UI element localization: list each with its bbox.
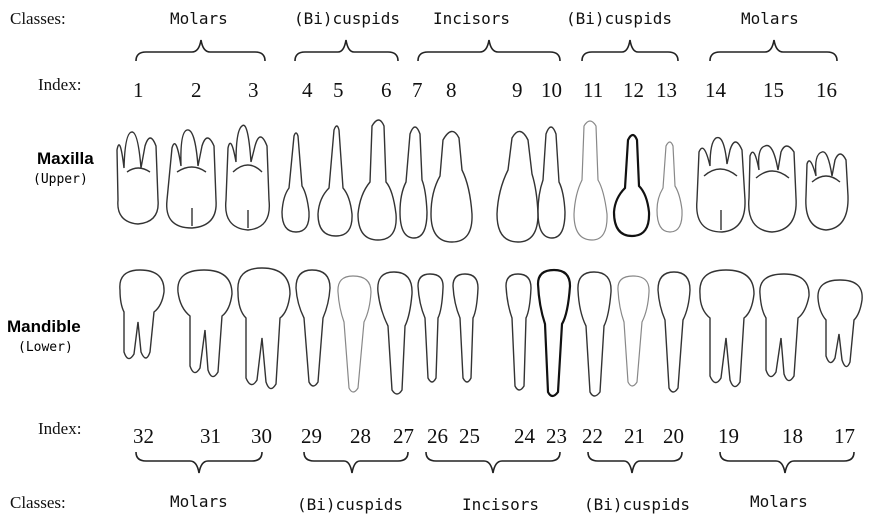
tooth-index-29: 29 bbox=[301, 424, 322, 448]
tooth-27 bbox=[378, 272, 412, 394]
upper-brace-molars-left bbox=[136, 40, 265, 61]
tooth-index-15: 15 bbox=[763, 78, 784, 102]
tooth-26 bbox=[418, 274, 443, 382]
tooth-index-6: 6 bbox=[381, 78, 392, 102]
tooth-index-7: 7 bbox=[412, 78, 423, 102]
tooth-index-30: 30 bbox=[251, 424, 272, 448]
lower-brace-bicuspids-right bbox=[588, 452, 682, 473]
tooth-8 bbox=[431, 131, 472, 242]
tooth-24 bbox=[506, 274, 531, 390]
mandible-teeth bbox=[120, 268, 862, 396]
tooth-index-8: 8 bbox=[446, 78, 457, 102]
tooth-index-9: 9 bbox=[512, 78, 523, 102]
tooth-22 bbox=[578, 272, 611, 396]
tooth-30 bbox=[238, 268, 290, 389]
tooth-index-17: 17 bbox=[834, 424, 855, 448]
lower-class-bicuspids-right: (Bi)cuspids bbox=[584, 495, 690, 514]
lower-class-incisors: Incisors bbox=[462, 495, 539, 514]
tooth-16 bbox=[806, 152, 848, 230]
classes-bottom-label: Classes: bbox=[10, 493, 66, 512]
tooth-10 bbox=[538, 127, 565, 238]
lower-brace-molars-right bbox=[720, 452, 854, 473]
tooth-6 bbox=[358, 120, 396, 240]
lower-brace-incisors bbox=[426, 452, 560, 473]
tooth-32 bbox=[120, 270, 164, 359]
tooth-4 bbox=[282, 133, 309, 232]
upper-brace-bicuspids-left bbox=[295, 40, 398, 61]
upper-class-bicuspids-left: (Bi)cuspids bbox=[294, 9, 400, 28]
tooth-23 bbox=[538, 270, 570, 396]
maxilla-label: Maxilla bbox=[37, 149, 94, 168]
lower-class-molars-right: Molars bbox=[750, 492, 808, 511]
tooth-index-32: 32 bbox=[133, 424, 154, 448]
tooth-index-28: 28 bbox=[350, 424, 371, 448]
tooth-index-31: 31 bbox=[200, 424, 221, 448]
tooth-3 bbox=[226, 125, 270, 230]
tooth-11 bbox=[574, 121, 607, 240]
tooth-index-19: 19 bbox=[718, 424, 739, 448]
tooth-19 bbox=[700, 270, 754, 387]
maxilla-sub-label: (Upper) bbox=[33, 172, 88, 187]
index-top-label: Index: bbox=[38, 75, 81, 94]
tooth-14 bbox=[697, 138, 745, 232]
tooth-13 bbox=[657, 142, 682, 232]
tooth-index-10: 10 bbox=[541, 78, 562, 102]
tooth-index-16: 16 bbox=[816, 78, 837, 102]
lower-class-bicuspids-left: (Bi)cuspids bbox=[297, 495, 403, 514]
tooth-index-11: 11 bbox=[583, 78, 603, 102]
tooth-index-4: 4 bbox=[302, 78, 313, 102]
tooth-2 bbox=[167, 130, 216, 228]
tooth-index-18: 18 bbox=[782, 424, 803, 448]
upper-class-bicuspids-right: (Bi)cuspids bbox=[566, 9, 672, 28]
tooth-5 bbox=[318, 126, 352, 236]
upper-brace-incisors bbox=[418, 40, 560, 61]
tooth-index-1: 1 bbox=[133, 78, 144, 102]
tooth-index-5: 5 bbox=[333, 78, 344, 102]
tooth-21 bbox=[618, 276, 649, 386]
tooth-20 bbox=[658, 272, 690, 392]
tooth-index-22: 22 bbox=[582, 424, 603, 448]
tooth-18 bbox=[760, 274, 809, 381]
upper-class-molars-right: Molars bbox=[741, 9, 799, 28]
tooth-index-3: 3 bbox=[248, 78, 259, 102]
lower-index-row: 32 31 30 29 28 27 26 25 24 23 22 21 20 1… bbox=[133, 424, 855, 448]
tooth-9 bbox=[497, 131, 538, 242]
lower-brace-molars-left bbox=[136, 452, 262, 473]
tooth-index-13: 13 bbox=[656, 78, 677, 102]
tooth-17 bbox=[818, 280, 862, 367]
upper-brace-bicuspids-right bbox=[582, 40, 678, 61]
tooth-index-27: 27 bbox=[393, 424, 414, 448]
tooth-index-12: 12 bbox=[623, 78, 644, 102]
classes-top-label: Classes: bbox=[10, 9, 66, 28]
tooth-index-2: 2 bbox=[191, 78, 202, 102]
mandible-sub-label: (Lower) bbox=[18, 340, 73, 355]
upper-class-incisors: Incisors bbox=[433, 9, 510, 28]
upper-index-row: 1 2 3 4 5 6 7 8 9 10 11 12 13 14 15 16 bbox=[133, 78, 837, 102]
tooth-index-14: 14 bbox=[705, 78, 727, 102]
tooth-28 bbox=[338, 276, 371, 392]
upper-class-molars-left: Molars bbox=[170, 9, 228, 28]
index-bottom-label: Index: bbox=[38, 419, 81, 438]
tooth-15 bbox=[749, 146, 796, 233]
lower-brace-bicuspids-left bbox=[304, 452, 408, 473]
tooth-1 bbox=[117, 132, 158, 224]
tooth-7 bbox=[400, 127, 427, 238]
mandible-label: Mandible bbox=[7, 317, 81, 336]
tooth-index-26: 26 bbox=[427, 424, 448, 448]
tooth-index-25: 25 bbox=[459, 424, 480, 448]
maxilla-teeth bbox=[117, 120, 848, 242]
tooth-29 bbox=[296, 270, 330, 386]
tooth-index-20: 20 bbox=[663, 424, 684, 448]
upper-brace-molars-right bbox=[710, 40, 837, 61]
tooth-index-21: 21 bbox=[624, 424, 645, 448]
tooth-index-24: 24 bbox=[514, 424, 536, 448]
tooth-31 bbox=[178, 270, 232, 377]
tooth-index-23: 23 bbox=[546, 424, 567, 448]
lower-class-molars-left: Molars bbox=[170, 492, 228, 511]
tooth-12 bbox=[614, 135, 649, 236]
tooth-25 bbox=[453, 274, 478, 382]
